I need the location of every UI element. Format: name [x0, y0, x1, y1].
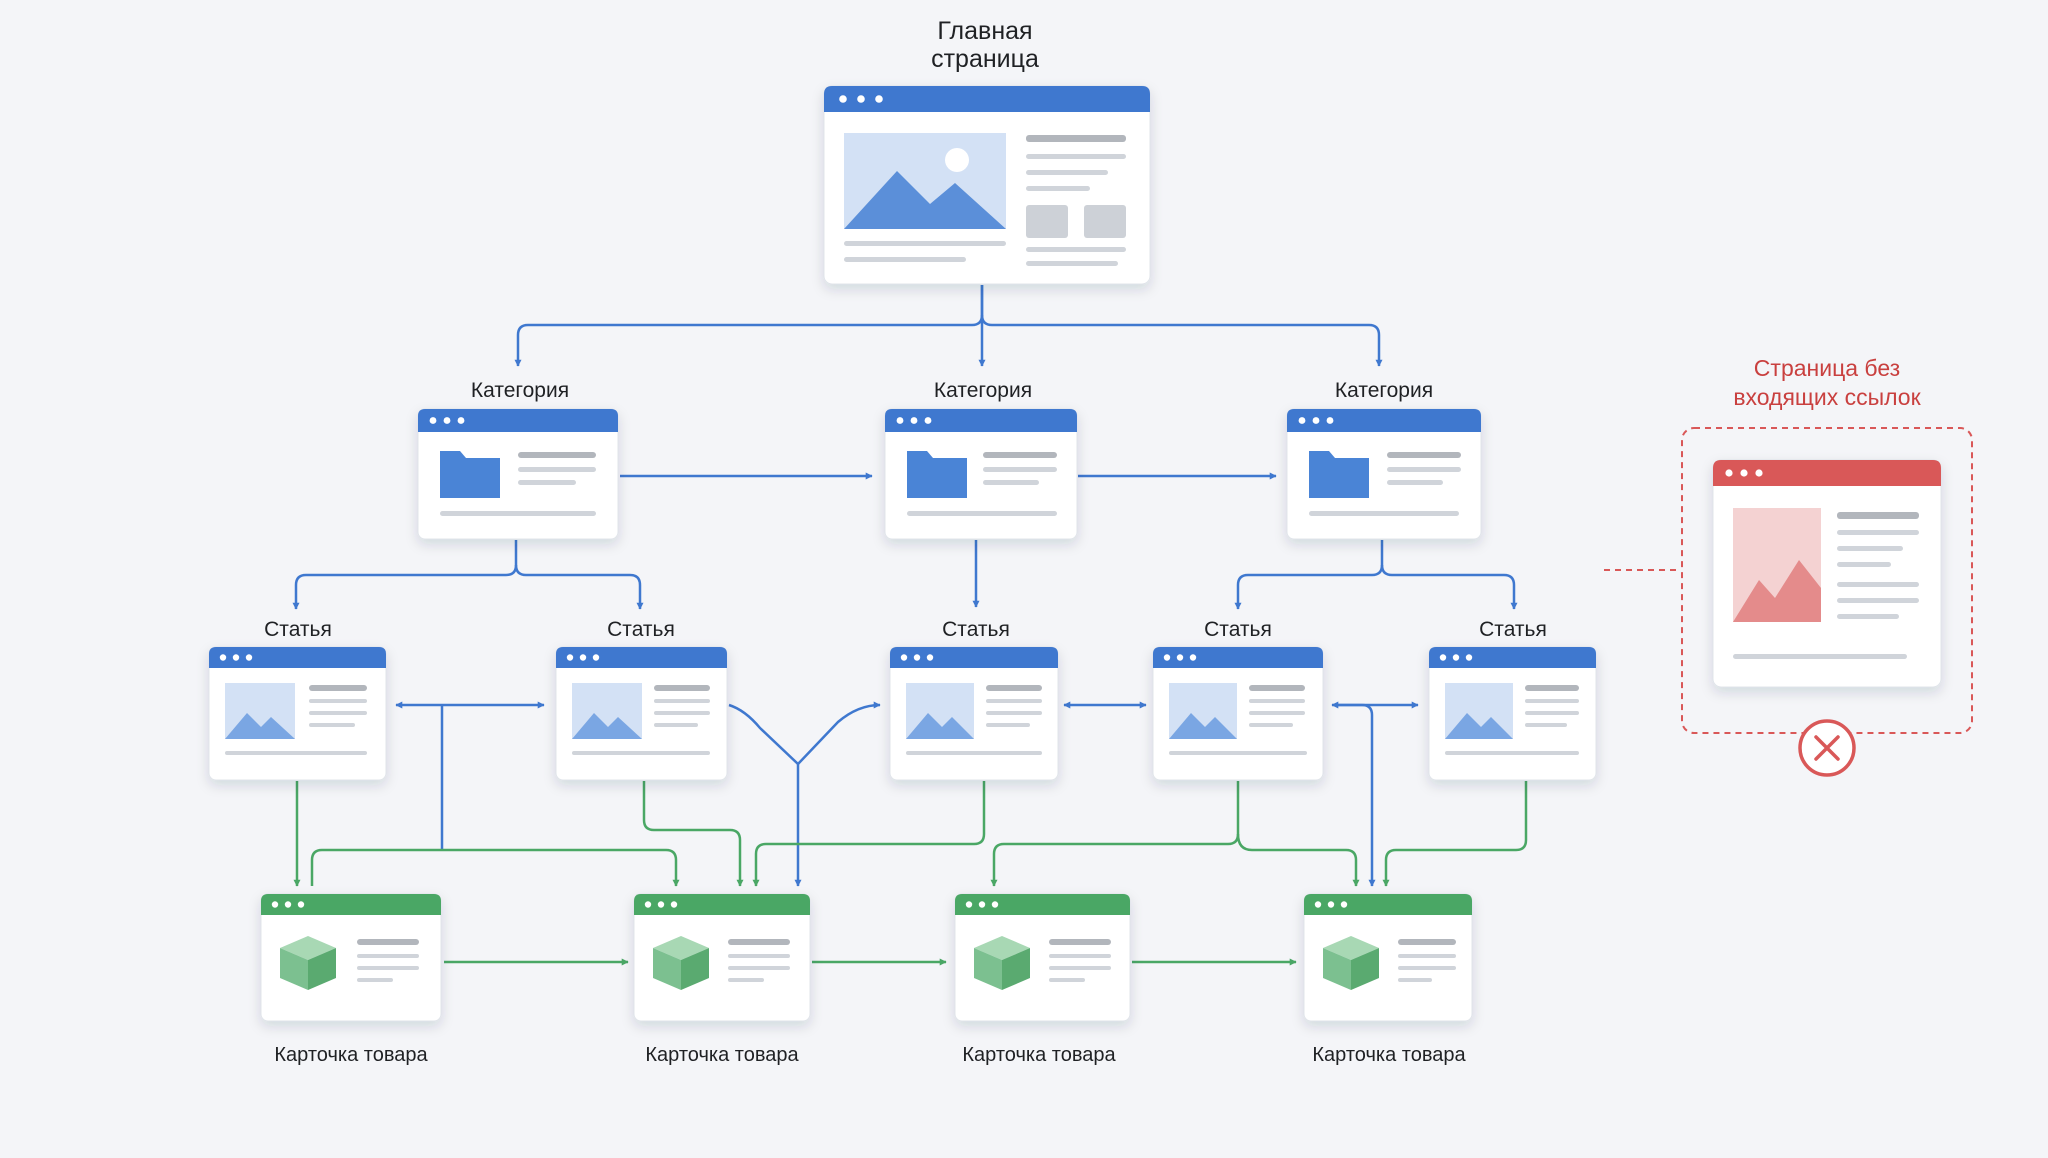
link-article-4-to-product-4	[1236, 833, 1360, 887]
orphan-window	[1712, 459, 1942, 688]
article-label: Статья	[264, 618, 332, 641]
category-window	[1286, 408, 1482, 540]
article-window	[1428, 646, 1597, 781]
image-icon	[225, 683, 295, 739]
connectors	[292, 285, 1680, 966]
product-label: Карточка товара	[274, 1044, 428, 1066]
orphan-title-line1: Страница без	[1754, 355, 1900, 381]
article-node-2[interactable]: Статья	[555, 618, 728, 781]
category-node-2[interactable]: Категория	[884, 379, 1078, 540]
product-window	[633, 893, 811, 1022]
link-article-4-to-product-3	[990, 781, 1240, 887]
image-icon	[572, 683, 642, 739]
folder-icon	[440, 451, 500, 498]
close-circle-icon	[1798, 719, 1856, 777]
link-products-bus-left	[310, 848, 680, 887]
cube-icon	[974, 936, 1030, 990]
article-node-1[interactable]: Статья	[208, 618, 387, 781]
cube-icon	[1323, 936, 1379, 990]
category-label: Категория	[934, 379, 1032, 402]
cube-icon	[280, 936, 336, 990]
home-page-window	[823, 85, 1151, 285]
image-icon	[1733, 508, 1821, 622]
orphan-page-node[interactable]: Страница без входящих ссылок	[1681, 355, 1973, 777]
link-home-to-category-1	[514, 285, 984, 367]
category-node-3[interactable]: Категория	[1286, 379, 1482, 540]
article-label: Статья	[1479, 618, 1547, 641]
article-node-4[interactable]: Статья	[1152, 618, 1324, 781]
orphan-title-line2: входящих ссылок	[1733, 384, 1921, 410]
product-node-2[interactable]: Карточка товара	[633, 893, 811, 1066]
link-home-to-category-3	[980, 314, 1383, 367]
product-node-3[interactable]: Карточка товара	[954, 893, 1131, 1066]
article-window	[208, 646, 387, 781]
home-title-line2: страница	[931, 45, 1039, 73]
link-article-3-to-product-2	[752, 781, 986, 887]
link-category-3-to-article-4	[1234, 540, 1384, 610]
folder-icon	[1309, 451, 1369, 498]
product-window	[260, 893, 442, 1022]
cube-icon	[653, 936, 709, 990]
folder-icon	[907, 451, 967, 498]
link-article-2-article-3-cross	[728, 701, 881, 766]
link-article-5-to-product-4-blue	[1334, 703, 1376, 887]
link-article-2-to-product-2	[642, 781, 744, 887]
product-label: Карточка товара	[645, 1044, 799, 1066]
link-article-5-to-product-4	[1382, 781, 1528, 887]
article-window	[1152, 646, 1324, 781]
home-title-line1: Главная	[937, 17, 1032, 45]
product-window	[954, 893, 1131, 1022]
product-node-4[interactable]: Карточка товара	[1303, 893, 1473, 1066]
image-icon	[1445, 683, 1513, 739]
image-icon	[1169, 683, 1237, 739]
home-page-node[interactable]: Главная страница	[823, 17, 1151, 285]
article-label: Статья	[942, 618, 1010, 641]
article-window	[889, 646, 1059, 781]
article-node-5[interactable]: Статья	[1428, 618, 1597, 781]
category-label: Категория	[1335, 379, 1433, 402]
article-label: Статья	[607, 618, 675, 641]
product-label: Карточка товара	[962, 1044, 1116, 1066]
link-category-3-to-article-5	[1380, 564, 1518, 610]
product-label: Карточка товара	[1312, 1044, 1466, 1066]
product-node-1[interactable]: Карточка товара	[260, 893, 442, 1066]
product-window	[1303, 893, 1473, 1022]
image-icon	[906, 683, 974, 739]
link-category-1-to-article-2	[514, 564, 644, 610]
category-label: Категория	[471, 379, 569, 402]
image-icon	[844, 133, 1006, 229]
category-node-1[interactable]: Категория	[417, 379, 619, 540]
article-window	[555, 646, 728, 781]
link-category-1-to-article-1	[292, 540, 518, 610]
category-window	[884, 408, 1078, 540]
article-node-3[interactable]: Статья	[889, 618, 1059, 781]
category-window	[417, 408, 619, 540]
article-label: Статья	[1204, 618, 1272, 641]
